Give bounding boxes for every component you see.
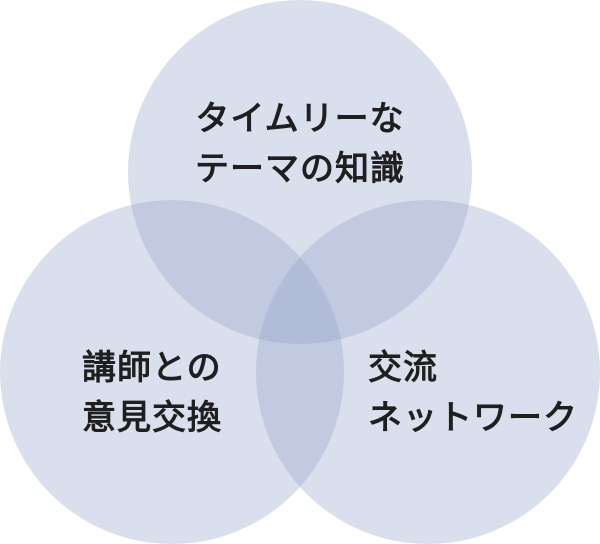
label-top-line-1: タイムリーな (195, 99, 405, 139)
label-right-line-1: 交流 (368, 348, 438, 388)
label-left-line-2: 意見交換 (82, 398, 222, 438)
label-left: 講師との 意見交換 (82, 343, 222, 443)
circle-right (256, 200, 600, 544)
circle-left (0, 200, 344, 544)
label-right: 交流 ネットワーク (368, 343, 578, 443)
label-left-line-1: 講師との (82, 348, 222, 388)
label-top-line-2: テーマの知識 (195, 149, 405, 189)
label-top: タイムリーな テーマの知識 (195, 94, 405, 194)
label-right-line-2: ネットワーク (368, 398, 578, 438)
circle-top (128, 0, 472, 344)
